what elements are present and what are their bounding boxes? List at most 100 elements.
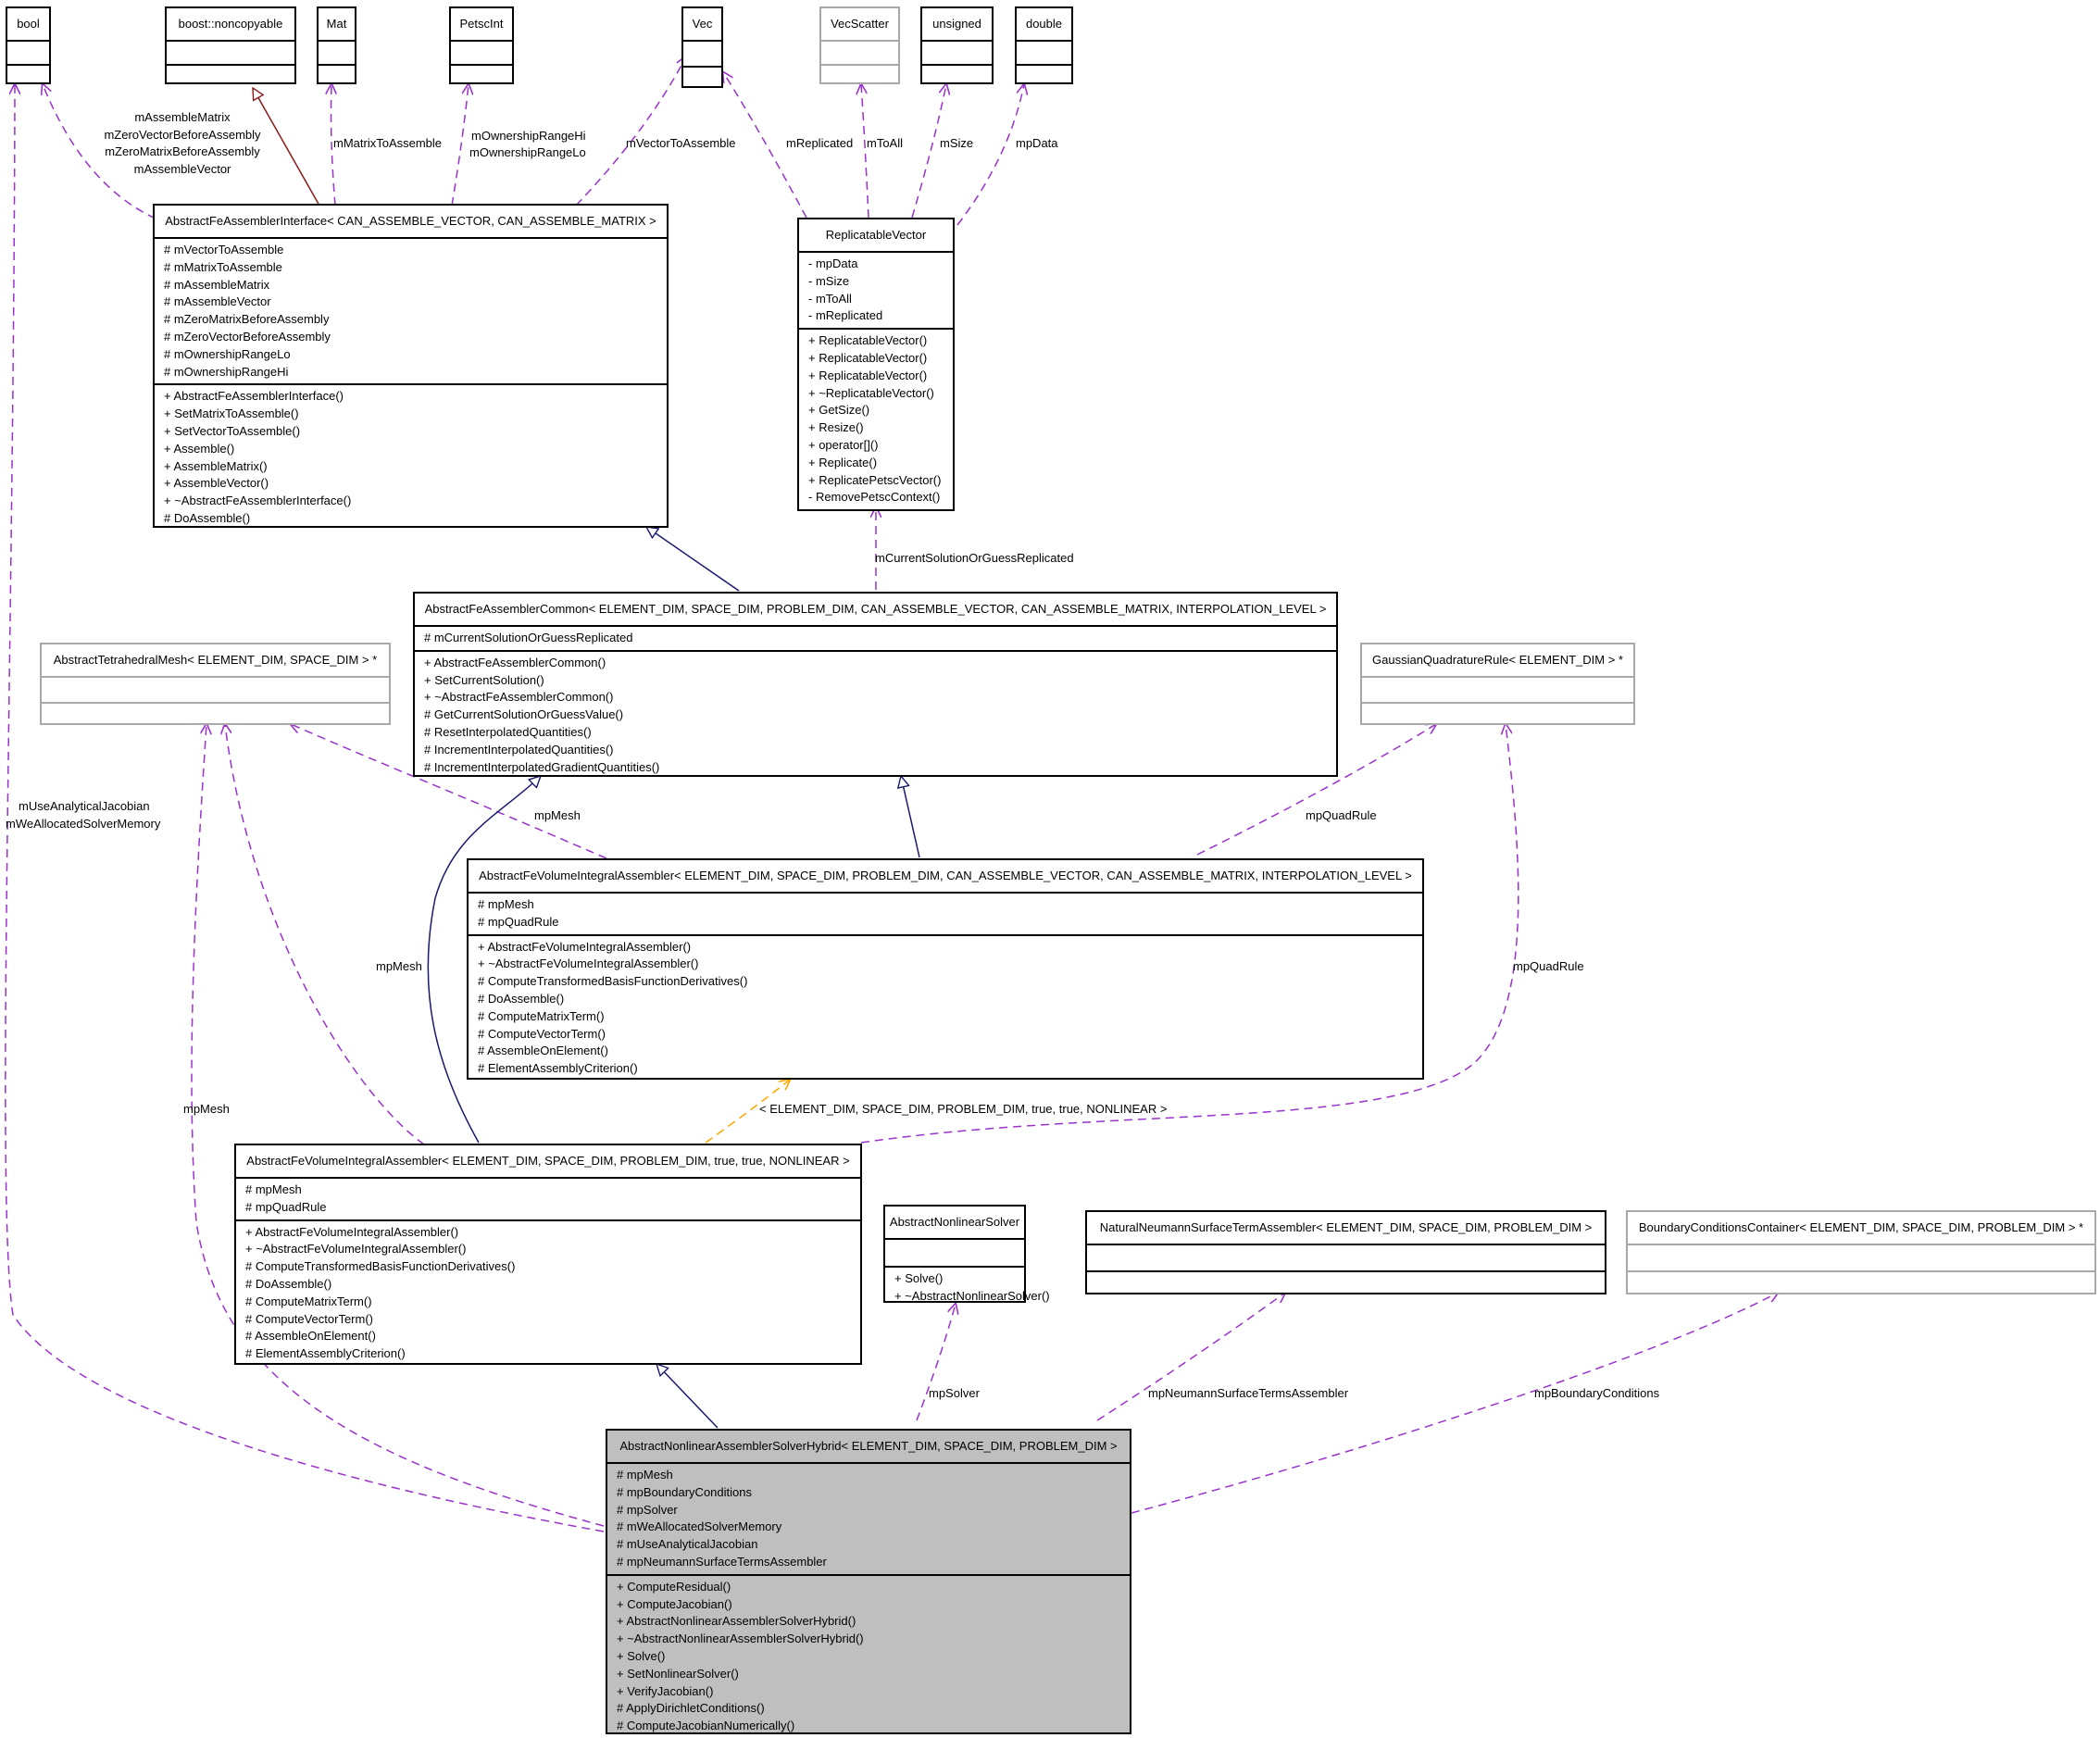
edge-hybrid-inherits-volume-instance xyxy=(656,1364,719,1429)
method-section xyxy=(1017,64,1071,86)
attribute-row: # mOwnershipRangeLo xyxy=(164,346,291,361)
method-row: # DoAssemble() xyxy=(164,510,251,525)
class-title: boost::noncopyable xyxy=(178,17,283,31)
edge-label: mpBoundaryConditions xyxy=(1534,1386,1660,1400)
class-unsigned[interactable]: unsigned xyxy=(920,6,994,84)
attribute-section xyxy=(1362,676,1633,702)
class-abstract-nonlinear-solver[interactable]: AbstractNonlinearSolver + Solve() + ~Abs… xyxy=(883,1205,1050,1303)
edge-label: mpMesh xyxy=(376,959,422,973)
method-row: + AssembleVector() xyxy=(164,476,269,491)
attribute-section: # mpMesh # mpQuadRule xyxy=(236,1177,860,1219)
attribute-section xyxy=(1087,1244,1605,1270)
edge-label: mpMesh xyxy=(183,1102,230,1116)
method-row: + Solve() xyxy=(617,1648,666,1663)
method-section xyxy=(7,64,49,86)
method-section: + AbstractFeAssemblerInterface() + SetMa… xyxy=(155,383,667,530)
edge-volume-template-inherits-common xyxy=(901,776,920,858)
method-section xyxy=(1362,702,1633,725)
attribute-row: - mToAll xyxy=(808,291,852,306)
class-double[interactable]: double xyxy=(1015,6,1073,84)
method-row: + ~AbstractFeVolumeIntegralAssembler() xyxy=(245,1242,467,1257)
edge-label: mpMesh xyxy=(534,808,581,822)
attribute-row: # mZeroVectorBeforeAssembly xyxy=(164,329,331,344)
class-abstract-tetrahedral-mesh[interactable]: AbstractTetrahedralMesh< ELEMENT_DIM, SP… xyxy=(40,643,391,725)
method-row: # ElementAssemblyCriterion() xyxy=(245,1346,406,1361)
attribute-section xyxy=(1017,40,1071,64)
method-row: + AbstractFeAssemblerCommon() xyxy=(424,655,606,669)
class-abstract-fe-volume-integral-assembler-instance[interactable]: AbstractFeVolumeIntegralAssembler< ELEME… xyxy=(234,1144,862,1365)
attribute-row: # mpBoundaryConditions xyxy=(617,1484,752,1499)
method-row: + AbstractFeVolumeIntegralAssembler() xyxy=(478,939,692,954)
edge-label: mAssembleVector xyxy=(133,162,231,176)
edge-label: mAssembleMatrix xyxy=(134,110,231,124)
method-section xyxy=(821,64,898,86)
class-title: AbstractNonlinearSolver xyxy=(889,1215,1020,1229)
attribute-row: # mpQuadRule xyxy=(478,914,559,929)
attribute-section xyxy=(167,40,294,64)
class-abstract-fe-volume-integral-assembler-template[interactable]: AbstractFeVolumeIntegralAssembler< ELEME… xyxy=(467,858,1424,1080)
method-row: + ~ReplicatableVector() xyxy=(808,385,934,400)
method-row: + ~AbstractNonlinearAssemblerSolverHybri… xyxy=(617,1632,864,1646)
method-row: + ~AbstractFeAssemblerInterface() xyxy=(164,494,352,508)
attribute-section: # mpMesh # mpBoundaryConditions # mpSolv… xyxy=(607,1462,1130,1574)
method-row: + ComputeResidual() xyxy=(617,1579,731,1594)
method-row: + AbstractNonlinearAssemblerSolverHybrid… xyxy=(617,1614,856,1629)
class-natural-neumann-surface-term-assembler[interactable]: NaturalNeumannSurfaceTermAssembler< ELEM… xyxy=(1085,1210,1606,1294)
class-abstract-fe-assembler-interface[interactable]: AbstractFeAssemblerInterface< CAN_ASSEMB… xyxy=(153,204,669,528)
method-row: + ~AbstractNonlinearSolver() xyxy=(894,1288,1050,1303)
edge-label: mToAll xyxy=(867,136,904,150)
class-boost-noncopyable[interactable]: boost::noncopyable xyxy=(165,6,296,84)
attribute-section xyxy=(319,40,355,64)
class-title: GaussianQuadratureRule< ELEMENT_DIM > * xyxy=(1372,653,1623,667)
method-row: + ~AbstractFeVolumeIntegralAssembler() xyxy=(478,957,699,971)
edge-label: mUseAnalyticalJacobian xyxy=(19,799,150,813)
class-title: AbstractFeVolumeIntegralAssembler< ELEME… xyxy=(246,1154,850,1168)
class-mat[interactable]: Mat xyxy=(317,6,356,84)
edge-label: mpData xyxy=(1016,136,1058,150)
method-row: + ReplicatableVector() xyxy=(808,333,928,348)
method-row: # ComputeMatrixTerm() xyxy=(245,1294,372,1308)
method-section: + AbstractFeAssemblerCommon() + SetCurre… xyxy=(415,649,1336,780)
attribute-section xyxy=(451,40,512,64)
method-row: + AssembleMatrix() xyxy=(164,458,268,473)
class-title: double xyxy=(1025,17,1063,31)
edge-label: mOwnershipRangeLo xyxy=(469,145,586,159)
attribute-row: # mpMesh xyxy=(478,897,534,911)
method-row: + SetNonlinearSolver() xyxy=(617,1666,739,1681)
attribute-row: # mpQuadRule xyxy=(245,1199,327,1214)
attribute-section xyxy=(42,676,389,702)
edge-label: mCurrentSolutionOrGuessReplicated xyxy=(875,551,1074,565)
class-vecscatter[interactable]: VecScatter xyxy=(819,6,900,84)
class-vec[interactable]: Vec xyxy=(681,6,723,88)
class-replicatable-vector[interactable]: ReplicatableVector - mpData - mSize - mT… xyxy=(797,218,955,511)
class-gaussian-quadrature-rule[interactable]: GaussianQuadratureRule< ELEMENT_DIM > * xyxy=(1360,643,1635,725)
method-row: # ComputeMatrixTerm() xyxy=(478,1008,605,1023)
class-abstract-nonlinear-assembler-solver-hybrid[interactable]: AbstractNonlinearAssemblerSolverHybrid< … xyxy=(606,1429,1131,1734)
method-row: + GetSize() xyxy=(808,403,870,418)
method-row: # ElementAssemblyCriterion() xyxy=(478,1061,638,1076)
class-title: AbstractTetrahedralMesh< ELEMENT_DIM, SP… xyxy=(53,653,378,667)
attribute-section: # mpMesh # mpQuadRule xyxy=(469,892,1422,934)
class-bool[interactable]: bool xyxy=(6,6,51,84)
attribute-section xyxy=(821,40,898,64)
class-abstract-fe-assembler-common[interactable]: AbstractFeAssemblerCommon< ELEMENT_DIM, … xyxy=(413,592,1338,777)
class-title: AbstractFeAssemblerCommon< ELEMENT_DIM, … xyxy=(424,602,1327,616)
method-row: # ComputeVectorTerm() xyxy=(478,1026,606,1041)
method-row: + ~AbstractFeAssemblerCommon() xyxy=(424,690,614,705)
edge-label: < ELEMENT_DIM, SPACE_DIM, PROBLEM_DIM, t… xyxy=(759,1102,1168,1116)
attribute-row: # mZeroMatrixBeforeAssembly xyxy=(164,312,330,327)
attribute-row: # mMatrixToAssemble xyxy=(164,259,282,274)
method-section xyxy=(451,64,512,86)
method-row: + operator[]() xyxy=(808,437,879,452)
class-petscint[interactable]: PetscInt xyxy=(449,6,514,84)
method-row: # GetCurrentSolutionOrGuessValue() xyxy=(424,707,624,722)
attribute-row: # mCurrentSolutionOrGuessReplicated xyxy=(424,631,633,644)
attribute-section xyxy=(885,1238,1024,1266)
edge-label: mVectorToAssemble xyxy=(626,136,736,150)
method-row: - RemovePetscContext() xyxy=(808,490,941,505)
method-row: + Assemble() xyxy=(164,441,235,456)
method-section xyxy=(319,64,355,86)
method-section xyxy=(42,702,389,725)
class-boundary-conditions-container[interactable]: BoundaryConditionsContainer< ELEMENT_DIM… xyxy=(1626,1210,2096,1294)
